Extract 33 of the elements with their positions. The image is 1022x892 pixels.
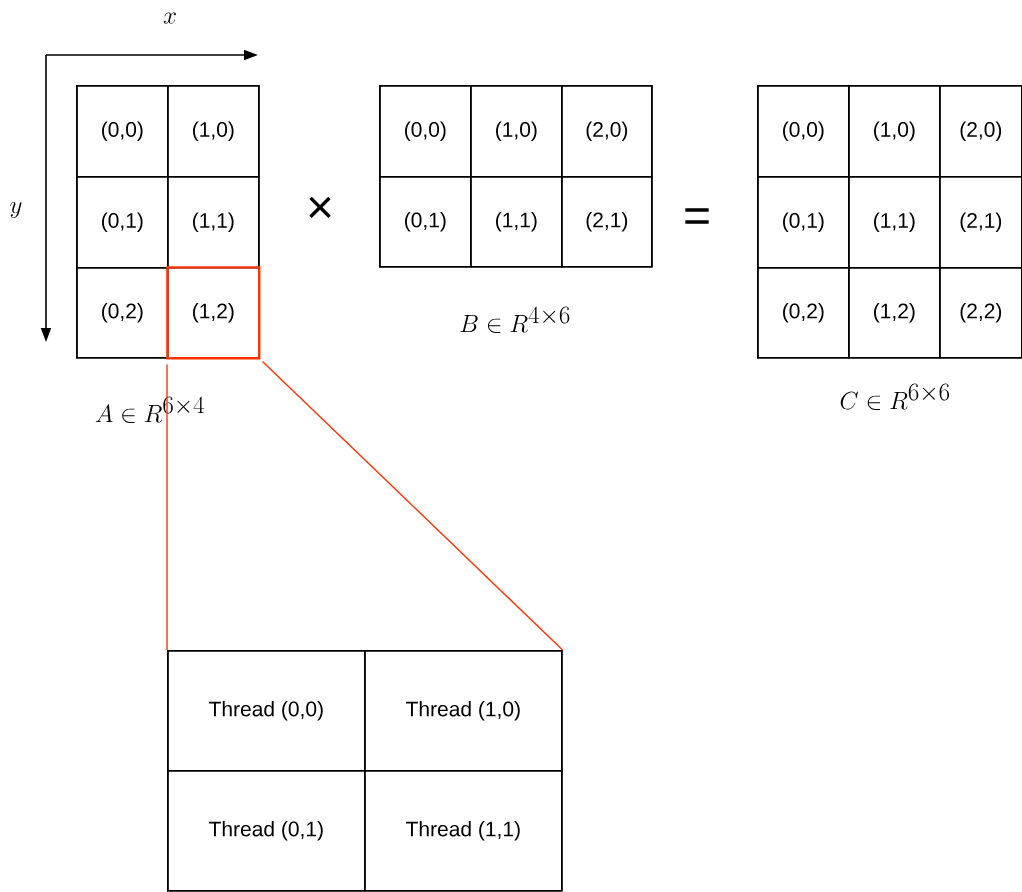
matrix-cell: Thread (0,0)	[167, 650, 366, 772]
matrix-cell: (0,1)	[76, 176, 169, 269]
matrix-cell: (0,2)	[757, 267, 850, 359]
matrix-cell: (1,2)	[848, 267, 941, 359]
matrix-cell: (2,1)	[939, 176, 1022, 269]
matrix-cell: (1,1)	[167, 176, 260, 269]
leader-line	[261, 360, 564, 651]
matrix-cell: (2,1)	[561, 176, 653, 268]
matrix-cell: (2,0)	[939, 85, 1022, 178]
axis-label: $x$	[163, 12, 176, 24]
matrix-label: $C \in R^{6\times 6}$	[840, 383, 950, 411]
matrix-cell: (1,0)	[848, 85, 941, 178]
matrix-cell: (1,2)	[167, 267, 260, 359]
matrix-cell: Thread (0,1)	[167, 770, 366, 892]
axis-label: $y$	[10, 202, 22, 218]
matrix-cell: (0,0)	[76, 85, 169, 178]
matrix-cell: Thread (1,1)	[364, 770, 563, 892]
matrix-cell: (0,1)	[757, 176, 850, 269]
matrix-cell: (0,2)	[76, 267, 169, 359]
matrix-cell: (1,1)	[470, 176, 563, 268]
matrix-cell: (1,0)	[167, 85, 260, 178]
matrix-cell: (2,0)	[561, 85, 653, 178]
matrix-cell: Thread (1,0)	[364, 650, 563, 772]
operator-sign: =	[685, 208, 709, 224]
matrix-cell: (0,1)	[379, 176, 472, 268]
matrix-cell: (1,1)	[848, 176, 941, 269]
matrix-label: $B \in R^{4\times 6}$	[460, 306, 570, 334]
matrix-cell: (2,2)	[939, 267, 1022, 359]
matrix-cell: (1,0)	[470, 85, 563, 178]
leader-line	[166, 363, 168, 651]
matrix-cell: (0,0)	[757, 85, 850, 178]
operator-sign: ×	[309, 196, 331, 219]
matrix-cell: (0,0)	[379, 85, 472, 178]
